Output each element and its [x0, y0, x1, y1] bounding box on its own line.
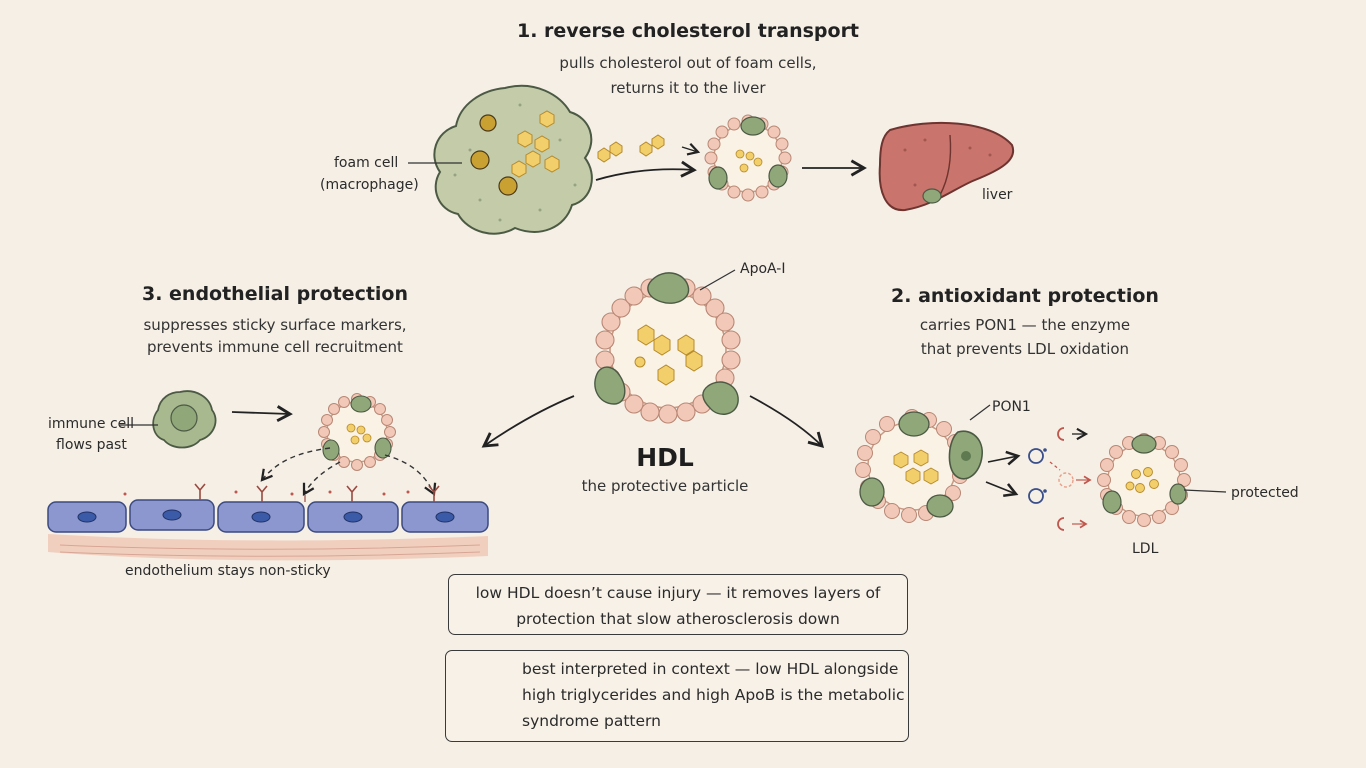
- hdl-particle-icon: [704, 114, 792, 202]
- pon1-pointer: [969, 404, 991, 421]
- summary-box-context: best interpreted in context — low HDL al…: [445, 650, 909, 742]
- immune-cell-icon: [152, 390, 217, 449]
- ldl-particle-icon: [1097, 433, 1191, 527]
- summary-box-context-line1: best interpreted in context — low HDL al…: [522, 660, 899, 678]
- pon1-enzyme: [948, 430, 983, 480]
- section2-title: 2. antioxidant protection: [891, 285, 1159, 307]
- section1-line2: returns it to the liver: [610, 79, 766, 97]
- liver-label: liver: [982, 187, 1013, 203]
- suppression-arrows: [260, 447, 437, 497]
- pon1-label: PON1: [992, 399, 1031, 415]
- foam-cell-label-2: (macrophage): [320, 177, 419, 193]
- apoa-label: ApoA-I: [740, 261, 786, 277]
- foam-cell-icon: [433, 84, 593, 235]
- pon1-arrow-2: [985, 481, 1019, 498]
- endothelium-label: endothelium stays non-sticky: [125, 563, 331, 579]
- hdl-particle-icon: [318, 393, 396, 471]
- free-radical-icon: [1028, 427, 1092, 531]
- section3-line2: prevents immune cell recruitment: [147, 338, 403, 356]
- summary-box-context-line3: syndrome pattern: [522, 712, 661, 730]
- apoa-pointer: [699, 269, 736, 291]
- cholesterol-molecule-icon: [597, 134, 665, 163]
- summary-box-injury-line1: low HDL doesn’t cause injury — it remove…: [475, 584, 881, 602]
- section2-line1: carries PON1 — the enzyme: [919, 316, 1131, 334]
- flow-arrow: [231, 405, 293, 423]
- hdl-subtitle: the protective particle: [581, 477, 749, 495]
- arrow-to-section3: [481, 395, 575, 448]
- receptor-dots: [123, 490, 410, 496]
- protected-label: protected: [1231, 485, 1299, 501]
- hdl-title: HDL: [636, 443, 694, 472]
- summary-box-injury-line2: protection that slow atherosclerosis dow…: [516, 610, 840, 628]
- foam-cell-label-1: foam cell: [334, 155, 399, 171]
- section2-line2: that prevents LDL oxidation: [920, 340, 1130, 358]
- ldl-label: LDL: [1132, 541, 1159, 557]
- immune-cell-label-1: immune cell: [48, 416, 135, 432]
- pon1-arrow-1: [987, 450, 1021, 466]
- transport-arrow-small: [681, 142, 701, 156]
- protected-pointer: [1183, 489, 1227, 493]
- endothelial-cell-icon: [47, 499, 489, 561]
- adhesion-receptor-icon: [194, 483, 440, 502]
- hdl-particle-icon: [855, 409, 969, 523]
- summary-box-injury: low HDL doesn’t cause injury — it remove…: [448, 574, 908, 635]
- immune-cell-label-2: flows past: [56, 437, 127, 453]
- liver-icon: [878, 121, 1015, 212]
- hdl-particle-icon: [594, 272, 741, 424]
- arrow-to-section2: [749, 395, 825, 449]
- section1-title: 1. reverse cholesterol transport: [516, 20, 860, 42]
- section3-title: 3. endothelial protection: [141, 283, 409, 305]
- section1-line1: pulls cholesterol out of foam cells,: [559, 54, 817, 72]
- section3-line1: suppresses sticky surface markers,: [143, 316, 407, 334]
- transport-arrow-main: [595, 160, 697, 181]
- summary-box-context-line2: high triglycerides and high ApoB is the …: [522, 686, 905, 704]
